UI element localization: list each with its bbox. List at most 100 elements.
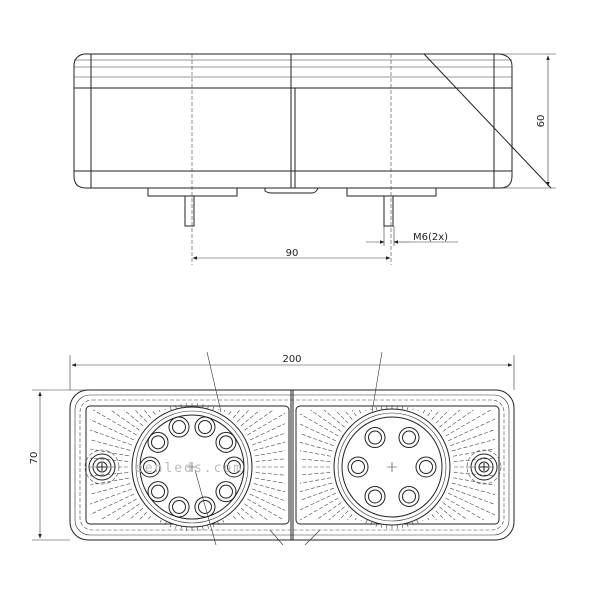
hatch-line [159, 519, 162, 523]
hatch-line [164, 519, 168, 526]
hatch-line [453, 472, 496, 477]
hatch-line [450, 487, 496, 505]
hatch-line [110, 409, 140, 431]
led-inner [402, 489, 416, 504]
hatch-line [222, 519, 225, 523]
hatch-line [351, 409, 357, 417]
led-inner [151, 484, 166, 499]
hatch-line [206, 405, 209, 411]
hatch-line [354, 517, 357, 521]
hatch-line [89, 419, 135, 441]
hatch-line [244, 503, 268, 521]
screw-icon [466, 449, 502, 485]
hatch-line [143, 409, 152, 419]
hatch-line [316, 502, 342, 521]
led [398, 485, 420, 507]
height-dimension-70: 70 [29, 452, 40, 465]
hatch-line [240, 409, 261, 427]
width-dimension-200: 200 [282, 354, 301, 365]
led [364, 427, 386, 449]
hatch-line [254, 477, 286, 484]
hatch-line [216, 519, 220, 526]
led-inner [172, 420, 187, 435]
led-inner [368, 489, 382, 504]
hatch-line [448, 492, 496, 516]
led-inner [218, 484, 233, 499]
led [147, 431, 169, 453]
hatch-line [201, 403, 204, 411]
led-inner [419, 460, 433, 474]
hatch-line [128, 507, 144, 521]
center-mark [387, 462, 397, 472]
hatch-line [338, 510, 349, 521]
hatch-line [401, 405, 404, 411]
hatch-line [442, 409, 474, 432]
hatch-line [232, 409, 241, 419]
hatch-line [375, 407, 378, 411]
led [194, 496, 216, 518]
led [168, 496, 190, 518]
led-inner [143, 460, 157, 474]
hatch-line [299, 477, 331, 484]
hatch-line [299, 423, 336, 442]
hatch-line [138, 512, 147, 521]
hatch-line [212, 406, 215, 411]
hatch-line [253, 483, 286, 493]
led [168, 416, 190, 438]
hatch-line [323, 409, 345, 428]
hatch-line [255, 458, 286, 462]
led [194, 416, 216, 438]
led [223, 456, 245, 478]
hatch-line [93, 409, 137, 436]
hatch-line [453, 448, 496, 457]
hatch-line [158, 409, 161, 412]
led-inner [368, 430, 382, 445]
center-mark [187, 462, 197, 472]
stud-spacing-dimension: 90 [286, 248, 299, 259]
hatch-line [186, 403, 188, 411]
hatch-line [89, 472, 129, 477]
led-inner [197, 499, 212, 514]
right-lamp [333, 408, 451, 526]
hatch-line [299, 482, 333, 492]
hatch-line [435, 409, 450, 424]
screw-icon [84, 449, 120, 485]
hatch-line [431, 514, 437, 521]
hatch-line [228, 409, 233, 415]
hatch-line [380, 405, 383, 411]
hatch-line [237, 409, 250, 422]
led [398, 427, 420, 449]
hatch-line [169, 406, 172, 411]
hatch-line [299, 450, 331, 457]
hatch-line [254, 450, 286, 457]
left-stud [184, 195, 195, 227]
hatch-line [448, 418, 496, 442]
hatch-line [439, 409, 461, 428]
hatch-line [89, 483, 131, 495]
hatch-line [450, 429, 496, 447]
led-inner [227, 460, 241, 474]
hatch-line [431, 409, 441, 420]
hatch-line [180, 403, 183, 411]
hatch-line [451, 482, 496, 495]
hatch-line [89, 457, 129, 462]
hatch-line [453, 477, 496, 486]
hatch-line [89, 493, 135, 515]
hatch-line [365, 519, 368, 524]
hatch-line [300, 497, 339, 521]
hatch-line [147, 515, 152, 521]
hatch-line [89, 488, 132, 505]
hatch-line [244, 409, 274, 431]
hatch-line [175, 405, 178, 411]
left-flange [147, 187, 238, 197]
hatch-line [451, 439, 496, 452]
led-inner [351, 460, 365, 474]
hatch-line [370, 519, 373, 526]
hatch-line [299, 413, 339, 437]
right-flange [346, 187, 437, 197]
led-inner [151, 435, 166, 450]
hatch-line [253, 441, 286, 451]
hatch-line [411, 519, 414, 526]
hatch-line [299, 492, 336, 511]
